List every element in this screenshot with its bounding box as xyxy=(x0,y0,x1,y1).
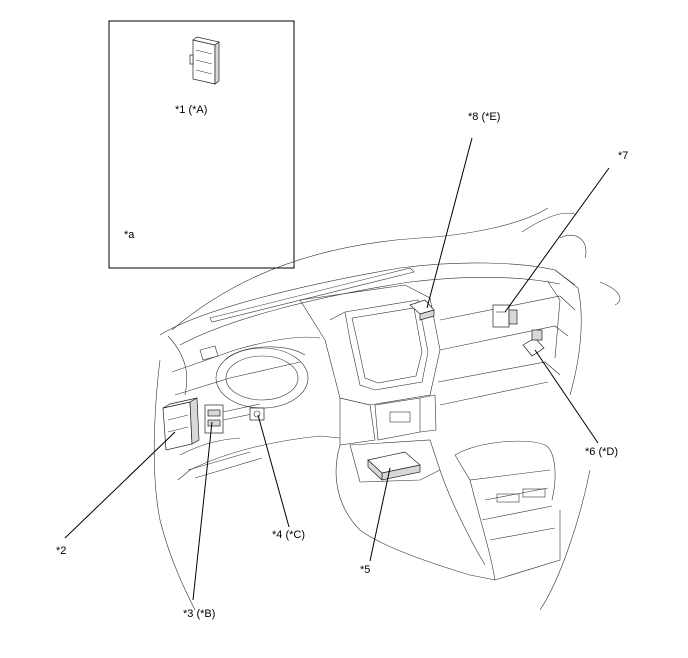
leader-6 xyxy=(534,349,599,444)
passenger-dash xyxy=(437,269,582,406)
inset-frame xyxy=(108,20,295,269)
part-2-ecu xyxy=(162,397,200,451)
callout-a: *a xyxy=(124,229,135,241)
driver-side-panel xyxy=(153,336,341,611)
part-4-sensor xyxy=(249,407,265,421)
leader-lines xyxy=(64,137,610,601)
inset-module-part xyxy=(189,36,220,85)
part-7-module xyxy=(492,304,518,328)
callout-2: *2 xyxy=(56,545,67,557)
callout-4: *4 (*C) xyxy=(272,529,306,541)
leader-7 xyxy=(504,167,610,313)
center-console xyxy=(335,439,591,611)
leader-3 xyxy=(192,421,213,601)
part-6-module xyxy=(522,329,545,357)
leader-8 xyxy=(426,137,473,309)
leader-2 xyxy=(64,431,176,539)
center-stack xyxy=(299,284,441,446)
part-3-block xyxy=(204,403,263,434)
part-5-module xyxy=(367,451,421,481)
leader-4 xyxy=(257,414,290,528)
windshield-outline xyxy=(171,207,621,331)
dashboard-top xyxy=(159,262,576,396)
callout-1: *1 (*A) xyxy=(175,104,208,116)
leader-5 xyxy=(369,467,391,562)
callout-6: *6 (*D) xyxy=(585,446,619,458)
callout-5: *5 xyxy=(360,564,371,576)
callout-7: *7 xyxy=(618,150,629,162)
callout-8: *8 (*E) xyxy=(468,111,501,123)
callout-3: *3 (*B) xyxy=(183,608,216,620)
